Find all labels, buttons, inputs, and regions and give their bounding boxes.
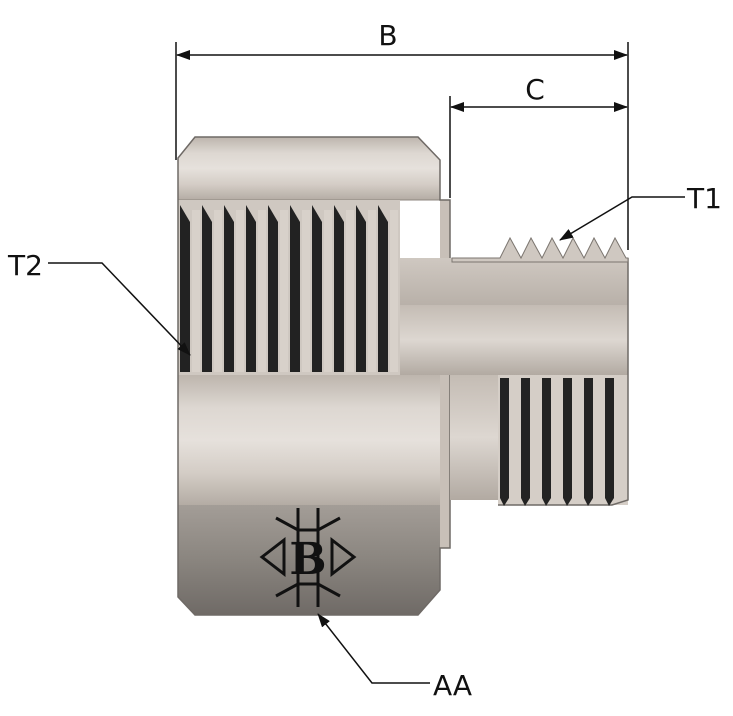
internal-thread-groove	[334, 205, 344, 372]
thread-profile-t1	[451, 236, 629, 263]
internal-thread-ridge	[214, 210, 222, 372]
internal-thread-groove	[202, 205, 212, 372]
thread-t1-label: T1	[686, 182, 722, 215]
external-thread-groove	[563, 378, 572, 506]
thread-t2-label: T2	[7, 249, 43, 282]
external-thread-groove	[605, 378, 614, 506]
external-thread-groove	[500, 378, 509, 506]
external-thread-groove	[542, 378, 551, 506]
dimension-b-label: B	[378, 19, 397, 52]
internal-thread-ridge	[390, 210, 398, 372]
dimension-c: C	[449, 73, 628, 198]
stem-lower-body	[450, 375, 498, 500]
dimension-b: B	[175, 19, 629, 250]
leader-t2: T2	[7, 249, 191, 356]
leader-t1: T1	[559, 182, 722, 241]
hex-bottom-face	[178, 505, 440, 615]
internal-thread-ridge	[302, 210, 310, 372]
internal-thread-ridge	[280, 210, 288, 372]
internal-thread-groove	[356, 205, 366, 372]
internal-thread-groove	[290, 205, 300, 372]
hex-upper-face	[177, 136, 441, 201]
brand-logo: B	[259, 508, 357, 607]
internal-thread-groove	[378, 205, 388, 372]
internal-thread-ridges	[180, 205, 398, 372]
internal-thread-ridge	[192, 210, 200, 372]
internal-thread-ridge	[368, 210, 376, 372]
external-thread-groove	[521, 378, 530, 506]
internal-thread-ridge	[236, 210, 244, 372]
internal-thread-ridge	[346, 210, 354, 372]
internal-thread-groove	[224, 205, 234, 372]
hex-middle-band	[178, 375, 440, 505]
internal-thread-ridge	[324, 210, 332, 372]
internal-thread-groove	[180, 205, 190, 372]
internal-thread-groove	[268, 205, 278, 372]
internal-thread-ridge	[258, 210, 266, 372]
brand-logo-letter: B	[289, 534, 326, 585]
dimension-c-label: C	[525, 73, 545, 106]
internal-thread-groove	[312, 205, 322, 372]
external-thread-groove	[584, 378, 593, 506]
hex-aa-label: AA	[433, 669, 472, 702]
leader-aa: AA	[317, 613, 472, 702]
external-thread-ridges	[500, 378, 614, 506]
bore-channel	[400, 305, 628, 375]
internal-thread-groove	[246, 205, 256, 372]
